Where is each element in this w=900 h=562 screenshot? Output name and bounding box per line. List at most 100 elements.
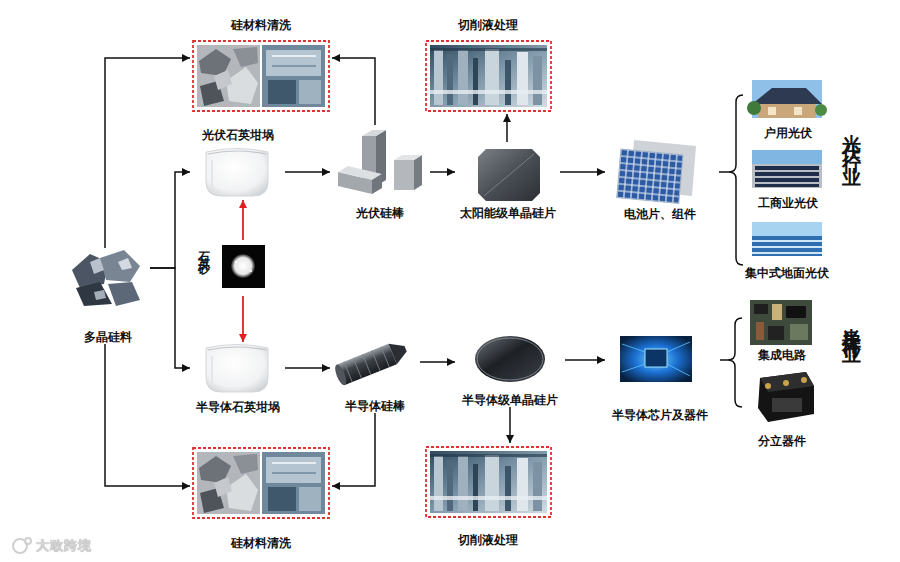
rooftop-pv-photo-part	[815, 104, 827, 116]
utility-pv-photo-part	[752, 240, 822, 242]
node-label: 光伏硅棒	[320, 206, 440, 220]
pv-ingot-image-part	[338, 166, 382, 180]
pv-ingot-image-part	[394, 160, 414, 190]
cutting-fluid-photo	[426, 447, 551, 517]
chip-image-part	[667, 342, 690, 352]
commercial-pv-photo-part	[752, 164, 822, 188]
node-label: 半导体硅棒	[320, 399, 430, 413]
material-item: 半导体硅棒	[330, 335, 420, 413]
ic-image	[750, 300, 812, 345]
material-item: 石英砂	[197, 240, 269, 296]
discrete-device-image	[758, 372, 814, 422]
material-item: 光伏硅棒	[330, 125, 430, 220]
material-item: 多晶硅料	[65, 248, 150, 344]
solar-panel-image-part	[617, 149, 683, 204]
flow-arrow	[285, 171, 330, 173]
discrete-device-image-part	[801, 377, 807, 383]
utility-pv-photo-part	[752, 236, 822, 256]
application-item: 集中式地面光伏	[737, 220, 837, 280]
crucible-image	[206, 149, 268, 197]
flow-arrow	[430, 171, 455, 173]
node-label: 电池片、组件	[595, 207, 725, 221]
semiconductor-ingot-image-part	[372, 350, 380, 370]
node-label: 切削液处理	[412, 18, 564, 32]
watermark: 大敢跨境	[36, 537, 92, 555]
semiconductor-wafer-image-part	[477, 338, 543, 380]
node-label: 集成电路	[732, 348, 832, 362]
discrete-device-image-part	[772, 398, 802, 412]
semiconductor-ingot-image-part	[363, 354, 371, 374]
process-box: 硅材料清洗	[190, 18, 332, 114]
quartz-sand-image	[222, 245, 265, 288]
semiconductor-wafer-image	[475, 336, 545, 382]
flow-arrow	[105, 344, 190, 486]
polysilicon-image-part	[100, 250, 140, 282]
bracket-part	[720, 359, 728, 361]
watermark-logo	[13, 538, 31, 553]
process-box: 切削液处理	[422, 18, 554, 114]
chip-image-part	[622, 364, 645, 372]
discrete-device-image-part	[783, 380, 789, 386]
discrete-device-image-part	[760, 372, 814, 392]
polysilicon-image-part	[94, 290, 106, 300]
commercial-pv-photo-part	[755, 166, 819, 170]
ic-image-part	[790, 324, 808, 340]
ic-image-part	[750, 300, 812, 345]
cleaning-photo	[193, 41, 329, 111]
application-item: 集成电路	[742, 298, 822, 362]
product-item: 半导体芯片及器件	[605, 332, 715, 422]
solar-panel-image	[617, 140, 696, 204]
rooftop-pv-photo-part	[794, 107, 802, 115]
ic-image-part	[756, 322, 764, 340]
polysilicon-image-part	[118, 258, 132, 270]
flow-arrow	[150, 268, 190, 368]
rooftop-pv-photo-part	[752, 80, 822, 118]
pv-ingot-image	[338, 130, 422, 194]
commercial-pv-photo-part	[752, 150, 822, 188]
application-item: 户用光伏	[745, 78, 830, 140]
discrete-device-image-part	[765, 383, 771, 389]
polysilicon-image-part	[90, 258, 104, 274]
rooftop-pv-photo	[747, 80, 827, 118]
industry-label: 半导体行业	[840, 312, 866, 332]
solar-wafer-image-part	[484, 154, 534, 196]
polysilicon-image-part	[76, 282, 112, 306]
solar-panel-image-part-part	[617, 149, 683, 204]
commercial-pv-photo	[752, 150, 822, 188]
node-label: 光伏石英坩埚	[180, 128, 295, 142]
ic-image-part	[786, 306, 806, 318]
commercial-pv-photo-part	[755, 178, 819, 182]
node-label: 半导体石英坩埚	[180, 400, 295, 414]
semiconductor-ingot-image-part	[389, 338, 410, 364]
chip-image-part	[620, 336, 692, 382]
node-label: 多晶硅料	[55, 330, 160, 344]
ic-image-part	[768, 326, 784, 340]
node-label: 集中式地面光伏	[727, 266, 847, 280]
flow-arrow	[420, 361, 455, 363]
semiconductor-ingot-image-part	[381, 347, 389, 367]
utility-pv-photo	[752, 222, 822, 256]
node-label: 户用光伏	[735, 126, 840, 140]
rooftop-pv-photo-part	[747, 101, 761, 115]
material-item: 太阳能级单晶硅片	[455, 142, 560, 220]
utility-pv-photo-part	[752, 222, 822, 256]
pv-ingot-image-part	[394, 155, 422, 160]
quartz-sand-image-part	[235, 261, 237, 263]
flow-arrow	[509, 407, 511, 443]
crucible-image	[206, 345, 268, 393]
cleaning-photo	[193, 448, 329, 518]
node-label: 硅材料清洗	[180, 536, 342, 550]
chip-image	[620, 336, 692, 382]
polysilicon-image-part	[108, 282, 140, 306]
ic-image-part	[772, 304, 782, 320]
material-item: 光伏石英坩埚	[190, 128, 285, 200]
node-label: 半导体级单晶硅片	[445, 393, 575, 407]
pv-ingot-image-part	[372, 174, 382, 194]
quartz-sand-image-part	[250, 270, 252, 272]
flow-arrow	[506, 114, 508, 142]
flow-arrow	[332, 58, 375, 125]
supply-arrow	[242, 200, 244, 240]
flow-arrow	[285, 367, 330, 369]
